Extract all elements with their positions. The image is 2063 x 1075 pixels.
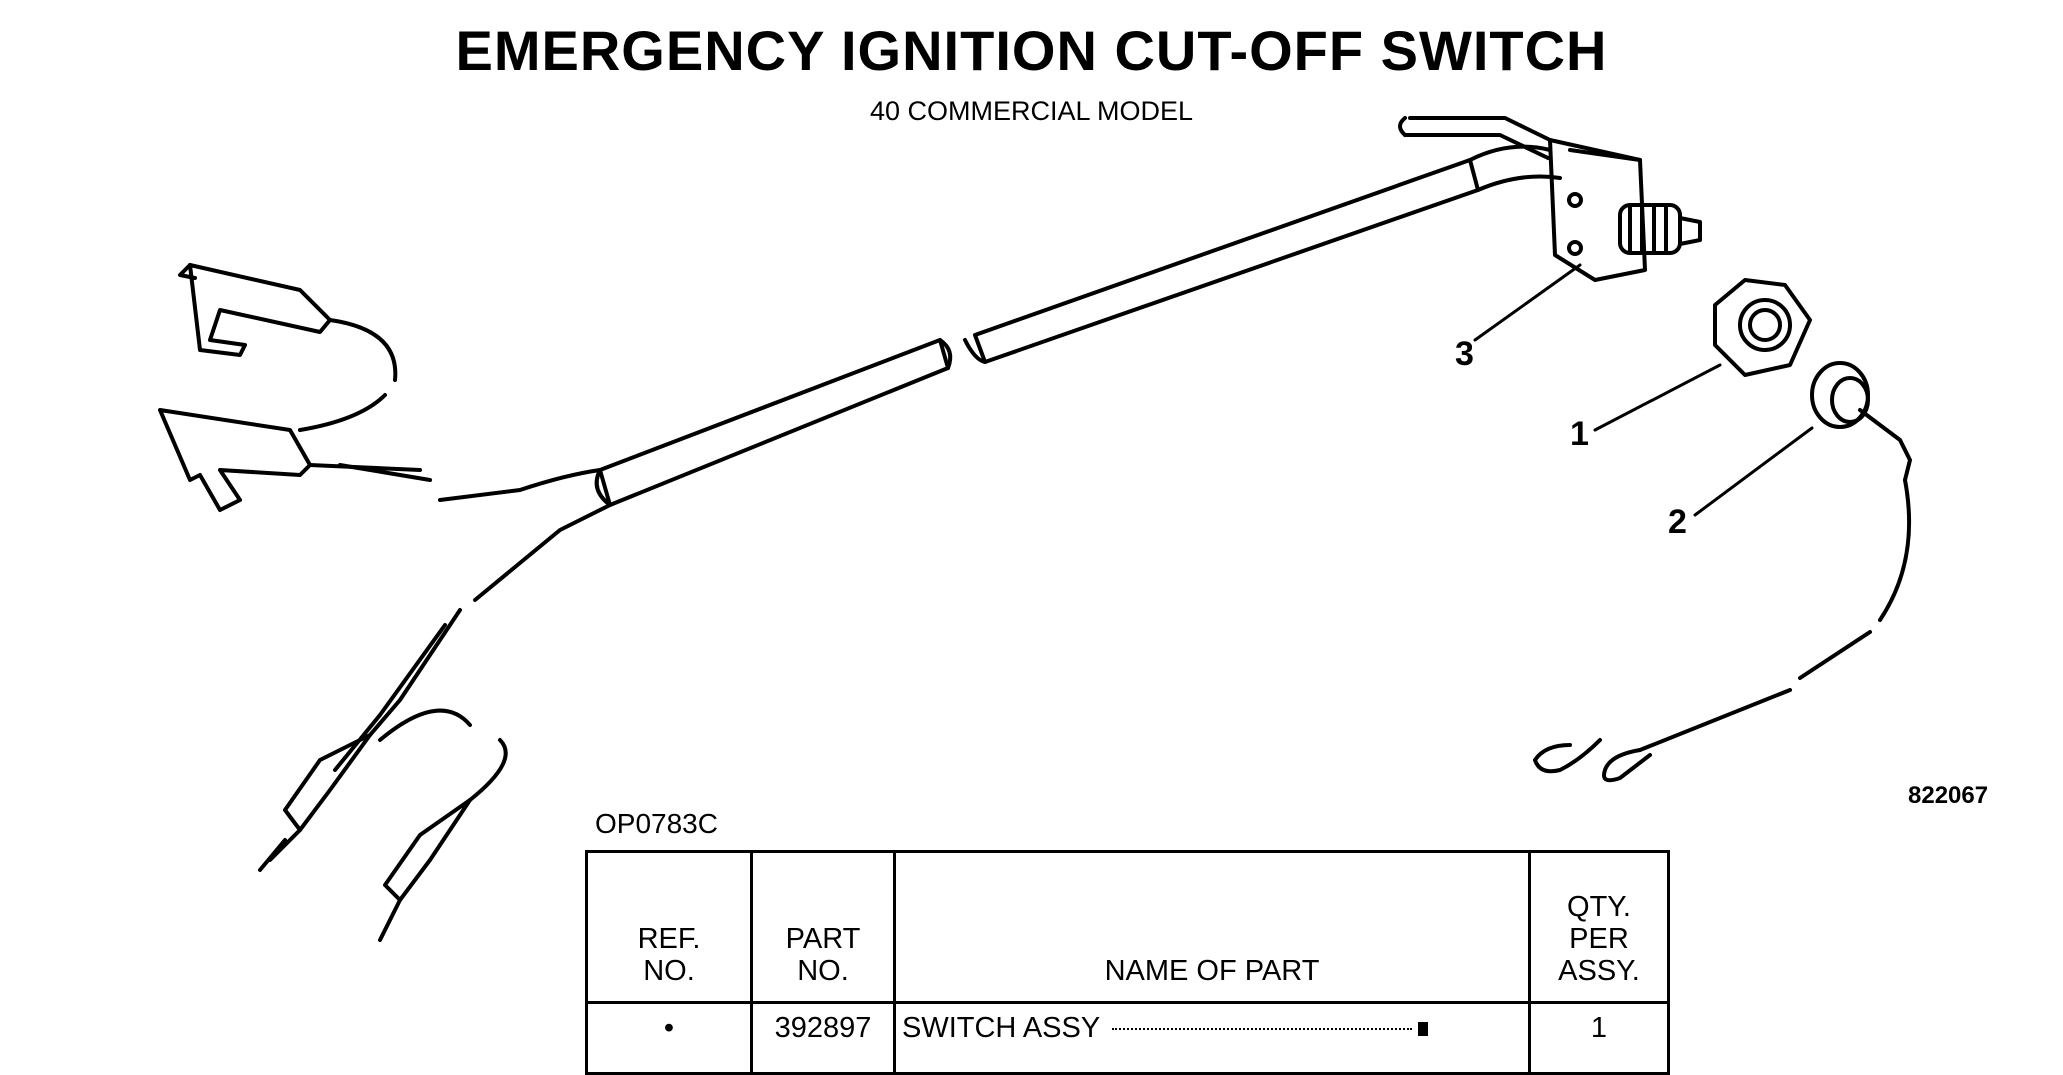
branch-wires (333, 463, 612, 772)
lanyard-clip (1533, 361, 1912, 783)
harness-sleeve-lower (594, 338, 953, 507)
header-qty-text: QTY. PER ASSY. (1558, 891, 1640, 987)
leader-lines (1473, 263, 1814, 517)
connector-lower-left-a (258, 708, 472, 872)
header-part-no: PART NO. (750, 850, 896, 1004)
connector-lower-left-b (378, 738, 508, 942)
harness-illustration (158, 116, 1912, 942)
switch-body (1548, 138, 1702, 282)
parts-table: REF. NO. PART NO. NAME OF PART QTY. PER … (585, 850, 1670, 1075)
header-ref-no: REF. NO. (585, 850, 753, 1004)
table-row: • 392897 SWITCH ASSY 1 (585, 1001, 1670, 1075)
model-subtitle: 40 COMMERCIAL MODEL (869, 96, 1194, 126)
connector-upper-left (178, 263, 398, 382)
callout-3: 3 (1455, 335, 1474, 373)
bullet-marker (1418, 1022, 1429, 1037)
parts-table-header: REF. NO. PART NO. NAME OF PART QTY. PER … (585, 850, 1670, 1004)
header-ref-no-text: REF. NO. (637, 923, 701, 987)
header-name-of-part: NAME OF PART (893, 850, 1531, 1004)
illustration-number: 822067 (1908, 782, 1989, 809)
harness-sleeve-upper (963, 158, 1480, 364)
switch-wire-bundle (1398, 116, 1562, 192)
row-qty: 1 (1528, 1001, 1670, 1075)
row-name: SWITCH ASSY (902, 1012, 1101, 1044)
row-name-cell: SWITCH ASSY (893, 1001, 1531, 1075)
hex-nut (1713, 278, 1812, 377)
dotted-leader (1112, 1028, 1413, 1031)
page-title: EMERGENCY IGNITION CUT-OFF SWITCH (455, 19, 1608, 82)
header-name-text: NAME OF PART (1104, 955, 1320, 987)
callout-1: 1 (1570, 415, 1589, 453)
callout-2: 2 (1668, 503, 1687, 541)
row-part-no: 392897 (750, 1001, 896, 1075)
figure-code: OP0783C (595, 808, 718, 839)
row-ref: • (585, 1001, 753, 1075)
header-qty: QTY. PER ASSY. (1528, 850, 1670, 1004)
header-part-no-text: PART NO. (785, 923, 861, 987)
connector-middle-left (158, 393, 422, 512)
